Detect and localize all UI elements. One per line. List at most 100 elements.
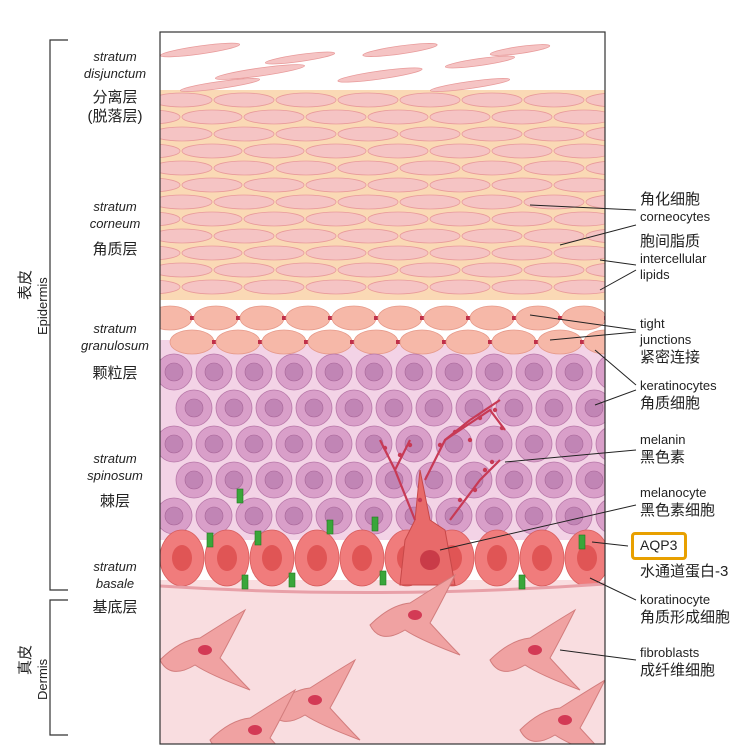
corneocyte	[367, 177, 429, 193]
corneocyte	[337, 92, 399, 108]
corneocyte	[160, 194, 213, 210]
keratinocyte-nucleus	[284, 434, 304, 454]
tight-junction	[258, 340, 262, 344]
corneocyte	[90, 229, 150, 243]
corneocyte-scale	[429, 78, 511, 92]
keratinocyte-nucleus	[584, 398, 604, 418]
corneocyte	[160, 212, 181, 226]
corneocyte	[429, 279, 491, 295]
corneocyte	[491, 279, 553, 295]
corneocyte	[399, 262, 461, 278]
melanin-granule	[417, 497, 423, 503]
corneocyte-scale	[337, 67, 423, 83]
corneocyte	[399, 126, 461, 142]
corneocyte	[337, 126, 399, 142]
tight-junction	[558, 316, 562, 320]
melanin-granule	[457, 497, 463, 503]
annotation-en: koratinocyte	[640, 592, 711, 607]
tight-junction	[236, 316, 240, 320]
annotation-melanocyte: melanocyte 黑色素细胞	[640, 485, 715, 520]
corneocyte	[429, 109, 491, 125]
granular-cell	[445, 329, 491, 355]
layer-label-corneum: stratum corneum 角质层	[70, 198, 160, 259]
keratinocyte-nucleus	[244, 434, 264, 454]
annotation-corneocytes: 角化细胞 corneocytes	[640, 190, 710, 225]
corneocyte	[305, 211, 367, 227]
granular-cell	[537, 329, 583, 355]
keratinocyte-nucleus	[204, 506, 224, 526]
corneocyte	[213, 194, 275, 210]
fibroblast-nucleus	[528, 645, 542, 655]
keratinocyte-nucleus	[404, 362, 424, 382]
annotation-koratinocyte: koratinocyte 角质形成细胞	[640, 592, 730, 627]
annotation-zh: 角质细胞	[640, 395, 701, 412]
keratinocyte-nucleus	[264, 398, 284, 418]
aqp3-channel	[379, 570, 387, 586]
corneocyte	[243, 211, 305, 227]
granular-cell	[561, 305, 605, 331]
corneocyte	[213, 228, 275, 244]
corneocyte-scale	[362, 43, 438, 57]
corneocyte	[461, 262, 523, 278]
corneocyte	[337, 262, 399, 278]
corneocyte	[305, 245, 367, 261]
corneocyte	[213, 262, 275, 278]
tight-junction	[282, 316, 286, 320]
annotation-zh: 胞间脂质	[640, 233, 701, 250]
layer-label-spinosum: stratum spinosum 棘层	[70, 450, 160, 511]
fibroblast-nucleus	[198, 645, 212, 655]
corneocyte	[275, 92, 337, 108]
corneocyte	[491, 211, 553, 227]
aqp3-channel	[518, 574, 526, 590]
melanin-granule	[452, 429, 458, 435]
corneocyte-scale	[215, 64, 305, 80]
aqp3-channel	[288, 572, 296, 588]
fibroblast	[209, 688, 297, 744]
pointer-line	[589, 577, 637, 601]
corneocyte	[275, 194, 337, 210]
keratinocyte-nucleus	[164, 362, 184, 382]
tight-junction	[534, 340, 538, 344]
layer-en-1: stratum	[93, 451, 137, 466]
keratinocyte-nucleus	[544, 470, 564, 490]
keratinocyte-nucleus	[544, 398, 564, 418]
corneocyte	[160, 144, 181, 158]
corneocyte	[181, 177, 243, 193]
corneocyte	[337, 160, 399, 176]
corneocyte	[213, 92, 275, 108]
corneocyte	[181, 211, 243, 227]
pointer-line	[529, 204, 637, 211]
corneocyte	[90, 263, 150, 277]
corneocyte	[553, 245, 605, 261]
corneocyte	[523, 160, 585, 176]
corneocyte	[90, 161, 150, 175]
corneocyte	[160, 110, 181, 124]
annotation-zh: 角质形成细胞	[640, 609, 731, 626]
corneocyte	[243, 177, 305, 193]
corneocyte-scale	[264, 51, 336, 65]
corneocyte	[399, 228, 461, 244]
layer-zh-1: 颗粒层	[92, 365, 138, 382]
corneocyte	[585, 195, 605, 209]
aqp3-channel	[371, 516, 379, 532]
annotation-en-2: junctions	[640, 332, 692, 347]
keratinocyte-nucleus	[204, 434, 224, 454]
pointer-line	[529, 314, 637, 331]
basal-nucleus	[352, 545, 372, 571]
corneocyte	[367, 143, 429, 159]
pointer-line	[594, 389, 637, 406]
keratinocyte-nucleus	[484, 434, 504, 454]
annotation-en: keratinocytes	[640, 378, 717, 393]
keratinocyte-nucleus	[164, 506, 184, 526]
keratinocyte-nucleus	[484, 362, 504, 382]
corneocyte	[90, 93, 150, 107]
layer-label-granulosum: stratum granulosum 颗粒层	[70, 320, 160, 383]
keratinocyte-nucleus	[444, 362, 464, 382]
corneocyte	[491, 177, 553, 193]
fibroblast-nucleus	[248, 725, 262, 735]
fibroblast-nucleus	[308, 695, 322, 705]
corneocyte	[243, 245, 305, 261]
keratinocyte-nucleus	[224, 470, 244, 490]
corneocyte	[213, 160, 275, 176]
keratinocyte-nucleus	[364, 434, 384, 454]
